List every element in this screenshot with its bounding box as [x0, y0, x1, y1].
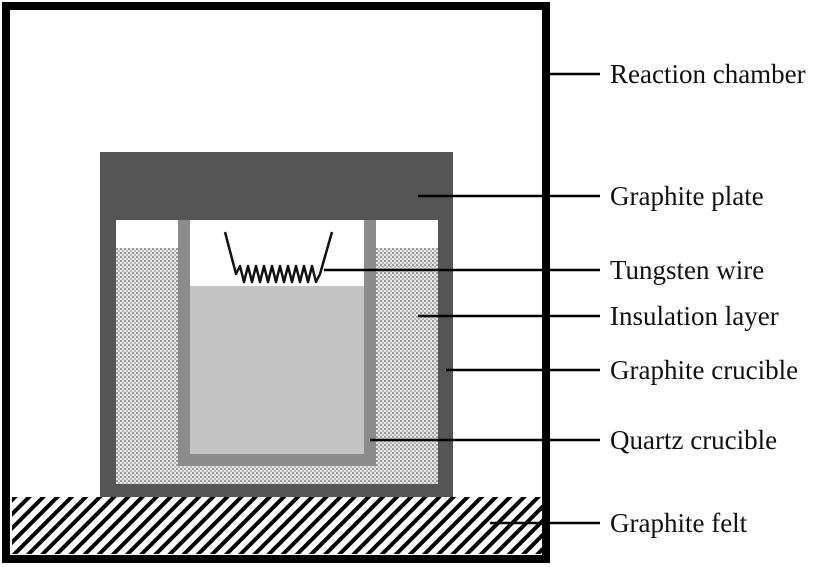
label-quartz-crucible: Quartz crucible — [610, 425, 777, 455]
insulation-gap-right — [373, 220, 438, 248]
melt — [190, 286, 364, 454]
tungsten-wire — [223, 231, 334, 284]
label-graphite-crucible: Graphite crucible — [610, 355, 798, 385]
reaction-chamber — [2, 2, 550, 563]
graphite-felt — [12, 497, 542, 554]
label-graphite-plate: Graphite plate — [610, 181, 764, 211]
label-tungsten-wire: Tungsten wire — [610, 255, 764, 285]
label-insulation-layer: Insulation layer — [610, 301, 779, 331]
graphite-plate — [100, 152, 453, 220]
leader-lines — [324, 72, 600, 525]
label-reaction-chamber: Reaction chamber — [610, 59, 806, 89]
insulation-gap-left — [116, 220, 182, 248]
label-graphite-felt: Graphite felt — [610, 508, 748, 538]
